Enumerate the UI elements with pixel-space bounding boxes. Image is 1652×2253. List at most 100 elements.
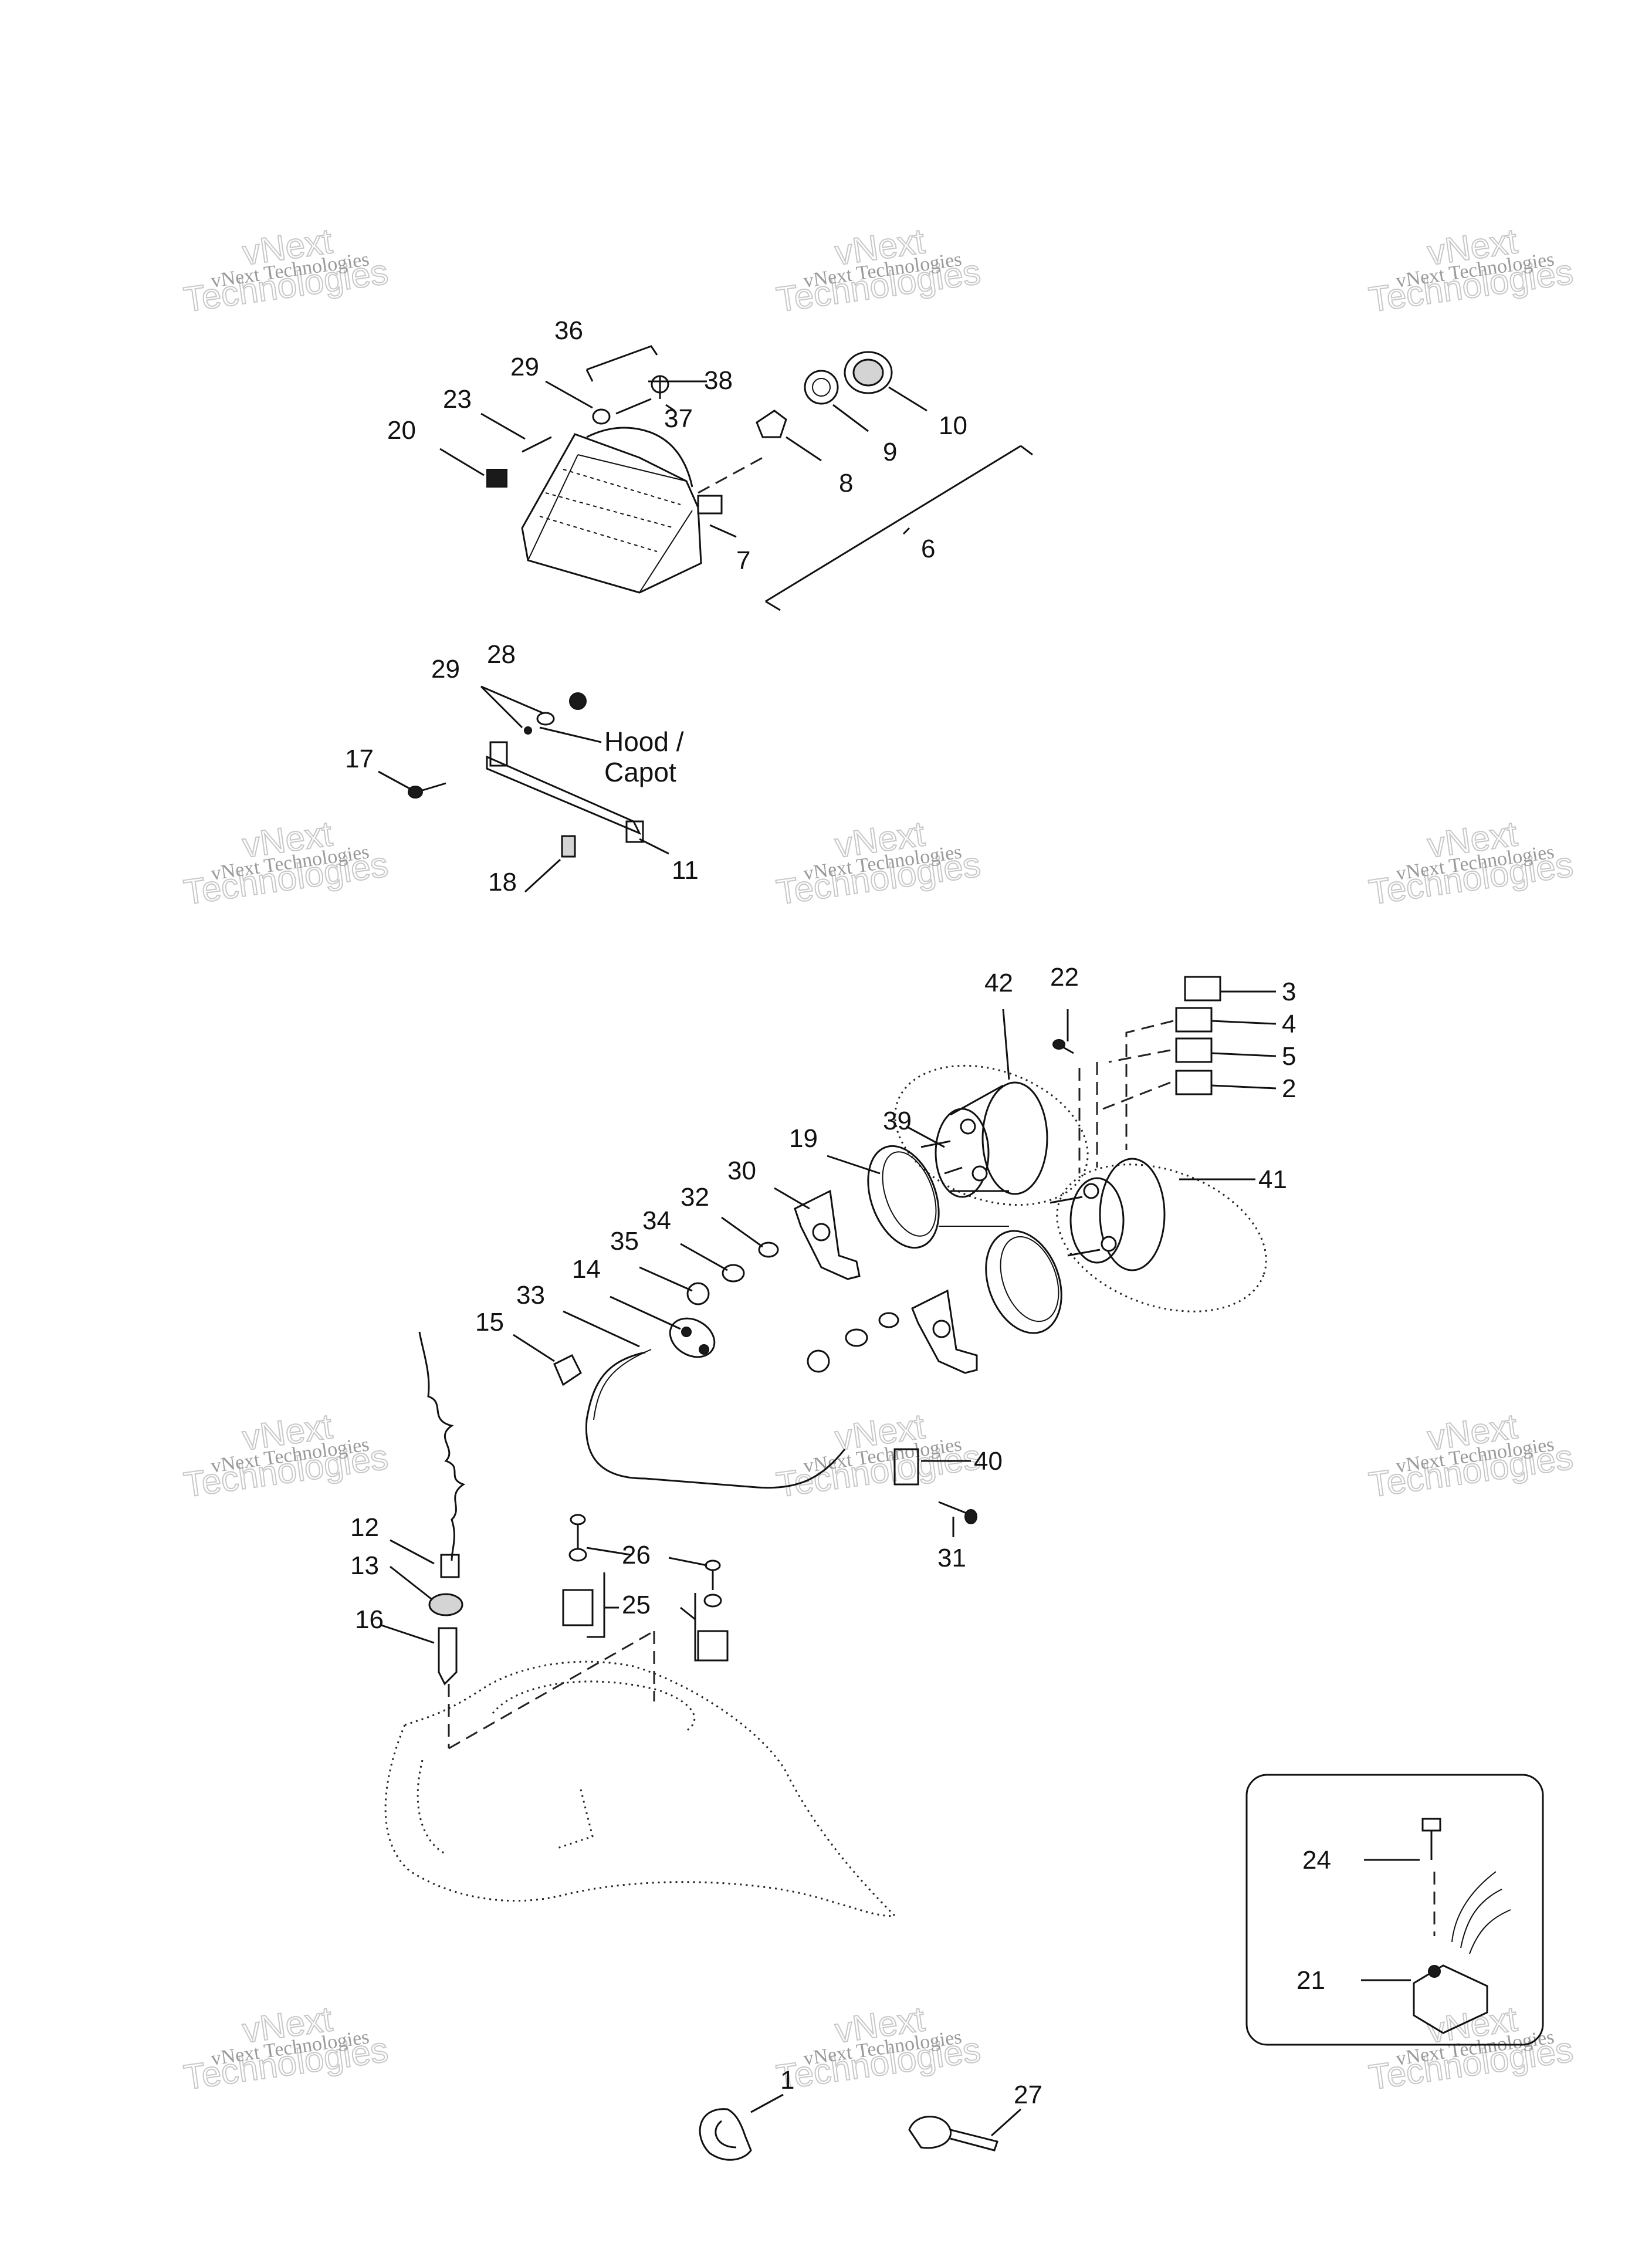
callout-16: 16 <box>355 1605 384 1634</box>
callout-25: 25 <box>622 1591 651 1619</box>
washer-34b <box>845 1328 868 1347</box>
callout-36: 36 <box>554 316 583 345</box>
bracket-30b <box>911 1289 978 1374</box>
nut-28 <box>569 692 587 710</box>
callout-2: 2 <box>1282 1074 1296 1103</box>
callout-9: 9 <box>883 438 897 466</box>
callout-35: 35 <box>610 1227 639 1256</box>
callout-31: 31 <box>937 1544 966 1572</box>
bulb-8 <box>756 410 787 438</box>
hood-bracket-assembly <box>408 692 644 858</box>
hood-label-line2: Capot <box>604 757 676 787</box>
regulator-wires <box>1451 1871 1511 1954</box>
tie-1 <box>699 2108 752 2161</box>
callout-32: 32 <box>681 1183 709 1212</box>
clip-40 <box>893 1448 919 1486</box>
callout-26: 26 <box>622 1541 651 1569</box>
screw-23 <box>522 436 552 453</box>
clip-20 <box>486 469 507 488</box>
gauge-42-bezel <box>981 1081 1048 1195</box>
callout-23: 23 <box>443 385 472 414</box>
screw-31 <box>938 1501 969 1515</box>
callout-22: 22 <box>1050 963 1079 992</box>
seal-39 <box>985 1230 1062 1334</box>
callout-15: 15 <box>475 1308 504 1337</box>
callout-37: 37 <box>664 404 693 433</box>
connector-2 <box>1175 1070 1213 1095</box>
connector-4 <box>1175 1007 1213 1033</box>
headlamp-tab <box>697 495 723 515</box>
callout-10: 10 <box>939 411 967 440</box>
grommet-13 <box>428 1593 463 1616</box>
watermark: vNext Technologies vNext Technologies <box>181 221 391 320</box>
washer-34a <box>722 1264 745 1283</box>
watermark: vNext Technologies vNext Technologies <box>181 1406 391 1505</box>
washer-32b <box>878 1312 899 1328</box>
seal-19 <box>867 1145 940 1249</box>
callout-33: 33 <box>516 1281 545 1310</box>
washer-29b <box>536 712 555 726</box>
callout-7: 7 <box>736 546 750 575</box>
callout-27: 27 <box>1014 2081 1042 2109</box>
gauge-41-outline <box>1056 1163 1267 1312</box>
callout-5: 5 <box>1282 1042 1296 1071</box>
watermark: vNext Technologies vNext Technologies <box>1366 813 1576 912</box>
rubber-cap-10 <box>844 351 893 394</box>
callout-11: 11 <box>672 856 699 885</box>
support-bracket-11 <box>486 755 642 835</box>
callout-12: 12 <box>350 1513 379 1542</box>
grommet-18 <box>561 835 576 858</box>
coiled-wire-12 <box>418 1331 466 1561</box>
callout-39: 39 <box>883 1107 912 1135</box>
callout-13: 13 <box>350 1551 379 1580</box>
retainer-ring-9 <box>804 370 839 405</box>
leader-lines <box>378 380 1420 2137</box>
hull-outline <box>384 1660 897 1917</box>
callout-40: 40 <box>974 1447 1003 1476</box>
connector-wiring <box>1078 1020 1174 1173</box>
watermark: vNext Technologies vNext Technologies <box>773 1406 983 1505</box>
hood-label-line1: Hood / <box>604 726 684 757</box>
callout-6: 6 <box>921 535 935 563</box>
callout-42: 42 <box>984 969 1013 997</box>
callout-17: 17 <box>345 745 374 773</box>
callout-38: 38 <box>704 366 733 395</box>
callout-labels: 20 23 29 36 38 37 8 9 10 7 6 28 29 Hood … <box>345 316 1331 2109</box>
connector-3 <box>1184 976 1221 1002</box>
cover-14 <box>669 1317 716 1358</box>
callout-8: 8 <box>839 469 853 498</box>
callout-20: 20 <box>387 416 416 445</box>
gauge-42-body <box>935 1108 990 1198</box>
cable-33 <box>585 1351 846 1489</box>
callout-30: 30 <box>727 1156 756 1185</box>
nut-35b <box>807 1349 830 1373</box>
connector-12 <box>440 1554 460 1578</box>
callout-18: 18 <box>488 868 517 897</box>
adjuster-38-body <box>648 376 675 399</box>
watermark: vNext Technologies vNext Technologies <box>1366 221 1576 320</box>
connector-5 <box>1175 1037 1213 1063</box>
bulb-axis <box>698 456 763 494</box>
callout-1: 1 <box>780 2066 794 2095</box>
callout-3: 3 <box>1282 977 1296 1006</box>
headlamp-lens-lines <box>539 469 681 552</box>
watermark: vNext Technologies vNext Technologies <box>773 1998 983 2098</box>
sensor-16 <box>438 1627 458 1686</box>
headlight-assembly <box>486 345 1033 611</box>
callout-34: 34 <box>642 1206 671 1235</box>
nut-35a <box>686 1282 710 1305</box>
mount-guides <box>448 1630 655 1750</box>
watermark: vNext Technologies vNext Technologies <box>181 1998 391 2098</box>
regulator-21 <box>1413 1964 1488 2034</box>
ties <box>699 2108 998 2161</box>
callout-28: 28 <box>487 640 516 669</box>
watermark: vNext Technologies vNext Technologies <box>1366 1406 1576 1505</box>
headlamp-edges <box>527 454 693 593</box>
screw-37 <box>615 398 652 415</box>
bracket-36 <box>585 345 658 382</box>
tie-27 <box>908 2116 952 2149</box>
watermark: vNext Technologies vNext Technologies <box>181 813 391 912</box>
gauge-41-bezel <box>1099 1158 1166 1271</box>
plug-15 <box>553 1354 582 1386</box>
